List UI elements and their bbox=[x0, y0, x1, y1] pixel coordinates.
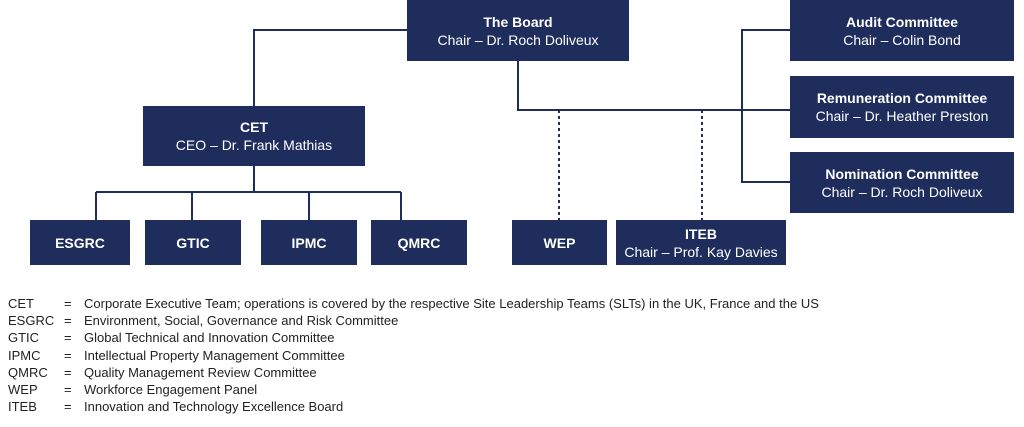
nomination-committee-chair: Chair – Dr. Roch Doliveux bbox=[821, 183, 983, 200]
legend-desc: Environment, Social, Governance and Risk… bbox=[84, 313, 399, 329]
legend-desc: Intellectual Property Management Committ… bbox=[84, 347, 345, 363]
legend-abbr: WEP bbox=[8, 382, 38, 398]
legend-row: ESGRC = Environment, Social, Governance an… bbox=[8, 312, 819, 329]
legend-abbr: CET bbox=[8, 296, 34, 311]
committee-bracket-line bbox=[741, 29, 790, 183]
remuneration-committee-chair: Chair – Dr. Heather Preston bbox=[815, 108, 989, 124]
iteb-chair: Chair – Prof. Kay Davies bbox=[624, 243, 778, 260]
esgrc-title: ESGRC bbox=[55, 234, 105, 251]
legend-desc: Corporate Executive Team; operations is … bbox=[84, 296, 819, 311]
legend-desc: Innovation and Technology Excellence Boa… bbox=[84, 399, 344, 415]
ipmc-box: IPMC bbox=[261, 220, 357, 265]
legend-abbr: QMRC bbox=[8, 364, 48, 380]
legend-row: IPMC = Intellectual Property Management Co… bbox=[8, 347, 819, 364]
legend-row: GTIC = Global Technical and Innovation Com… bbox=[8, 329, 819, 346]
esgrc-box: ESGRC bbox=[30, 220, 130, 265]
legend-row: CET = Corporate Executive Team; operations… bbox=[8, 295, 819, 312]
the-board-box: The Board Chair – Dr. Roch Doliveux bbox=[407, 0, 629, 61]
remuneration-committee-box: Remuneration Committee Chair – Dr. Heath… bbox=[790, 76, 1014, 138]
cet-title: CET bbox=[240, 119, 268, 135]
audit-committee-title: Audit Committee bbox=[846, 13, 958, 30]
iteb-title: ITEB bbox=[685, 225, 717, 242]
legend-desc: Quality Management Review Committee bbox=[84, 364, 317, 380]
audit-committee-chair: Chair – Colin Bond bbox=[843, 31, 961, 48]
legend-equals: = bbox=[64, 382, 72, 398]
legend-equals: = bbox=[64, 330, 72, 346]
nomination-committee-box: Nomination Committee Chair – Dr. Roch Do… bbox=[790, 152, 1014, 213]
cet-ceo: CEO – Dr. Frank Mathias bbox=[175, 137, 333, 153]
gtic-title: GTIC bbox=[176, 234, 210, 251]
abbreviation-legend: CET = Corporate Executive Team; operations… bbox=[8, 295, 819, 415]
legend-row: WEP = Workforce Engagement Panel bbox=[8, 381, 819, 398]
audit-committee-box: Audit Committee Chair – Colin Bond bbox=[790, 0, 1014, 61]
the-board-chair: Chair – Dr. Roch Doliveux bbox=[437, 31, 599, 48]
legend-desc: Global Technical and Innovation Committe… bbox=[84, 330, 335, 346]
cet-to-subcommittees-line bbox=[95, 166, 402, 220]
legend-row: QMRC = Quality Management Review Committee bbox=[8, 364, 819, 381]
the-board-title: The Board bbox=[483, 13, 553, 30]
cet-box: CET CEO – Dr. Frank Mathias bbox=[143, 106, 365, 166]
legend-row: ITEB = Innovation and Technology Excellenc… bbox=[8, 398, 819, 415]
qmrc-title: QMRC bbox=[397, 234, 441, 251]
wep-title: WEP bbox=[543, 234, 576, 251]
legend-equals: = bbox=[64, 364, 72, 380]
legend-abbr: ESGRC bbox=[8, 313, 55, 329]
gtic-box: GTIC bbox=[145, 220, 241, 265]
ipmc-title: IPMC bbox=[291, 234, 327, 251]
remuneration-committee-title: Remuneration Committee bbox=[816, 90, 988, 106]
board-to-cet-line bbox=[253, 29, 407, 106]
legend-abbr: GTIC bbox=[8, 330, 40, 346]
nomination-committee-title: Nomination Committee bbox=[825, 165, 979, 182]
iteb-box: ITEB Chair – Prof. Kay Davies bbox=[616, 220, 786, 265]
legend-desc: Workforce Engagement Panel bbox=[84, 382, 258, 398]
qmrc-box: QMRC bbox=[371, 220, 467, 265]
legend-equals: = bbox=[64, 347, 72, 363]
wep-box: WEP bbox=[512, 220, 607, 265]
board-to-committees-line bbox=[517, 61, 790, 111]
legend-abbr: ITEB bbox=[8, 399, 37, 415]
legend-abbr: IPMC bbox=[8, 347, 41, 363]
legend-equals: = bbox=[64, 313, 72, 329]
legend-equals: = bbox=[64, 399, 72, 415]
legend-equals: = bbox=[64, 296, 72, 311]
